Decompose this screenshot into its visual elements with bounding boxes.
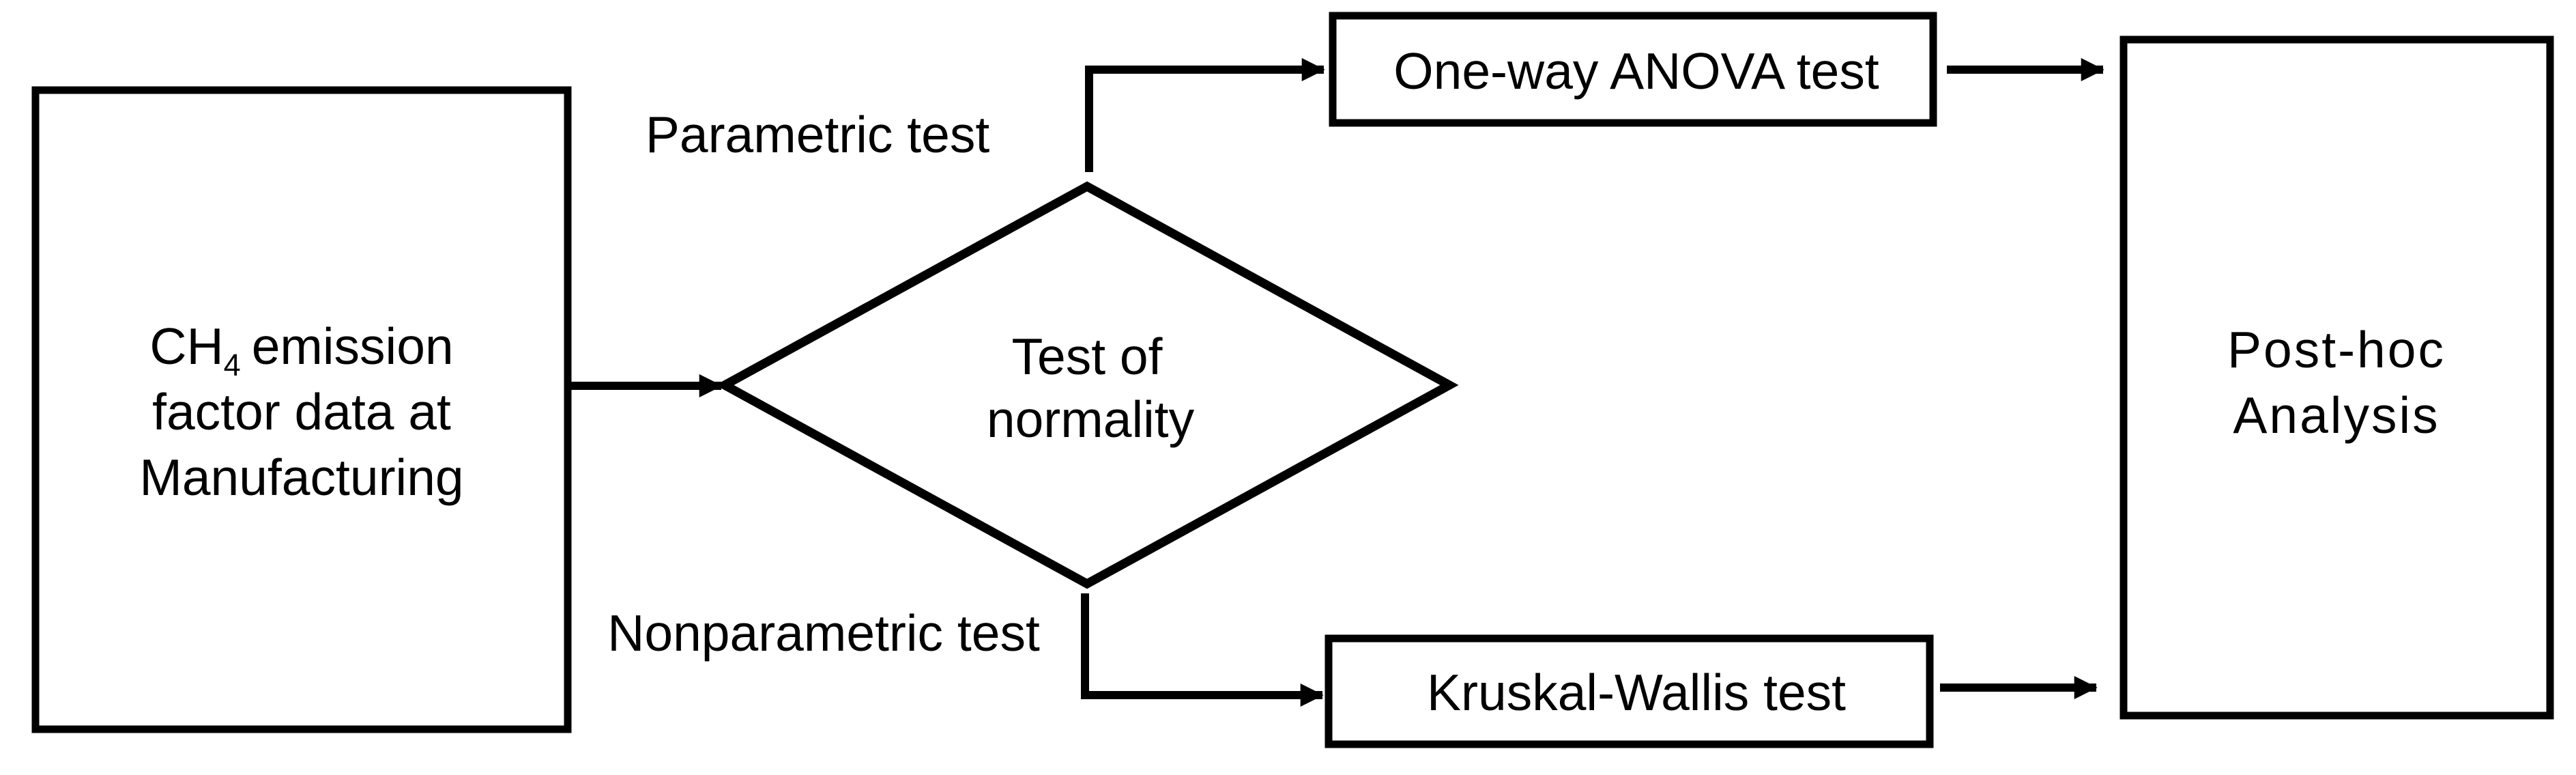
decision-label-line2: normality [987,391,1195,448]
edge-decision-to-kruskal [1081,593,1324,707]
kruskal-box [1325,634,1934,748]
node-source: CH4 emission factor data at Manufacturing [31,86,572,733]
kruskal-label: Kruskal-Wallis test [1427,664,1846,721]
posthoc-label-line1: Post-hoc [2227,321,2446,378]
node-decision: Test of normality [715,181,1459,589]
posthoc-label-line2: Analysis [2233,386,2440,444]
node-kruskal: Kruskal-Wallis test [1325,634,1934,748]
source-label-line3: Manufacturing [139,449,463,506]
node-anova: One-way ANOVA test [1329,12,1937,127]
posthoc-box [2119,36,2554,720]
source-label-line2: factor data at [152,383,451,440]
decision-diamond [715,181,1459,589]
source-label-subscript: 4 [224,348,241,382]
node-posthoc: Post-hoc Analysis [2119,36,2554,720]
nonparametric-branch-label: Nonparametric test [607,604,1040,662]
edge-decision-to-anova [1085,58,1325,172]
parametric-branch-label: Parametric test [646,106,989,163]
decision-label-line1: Test of [1012,328,1163,385]
source-label-ch: CH [149,318,223,375]
anova-label: One-way ANOVA test [1393,42,1879,100]
source-label-line1: CH4 emission [149,318,453,382]
anova-box [1329,12,1937,127]
source-label-emission: emission [252,318,454,375]
source-box [31,86,572,733]
